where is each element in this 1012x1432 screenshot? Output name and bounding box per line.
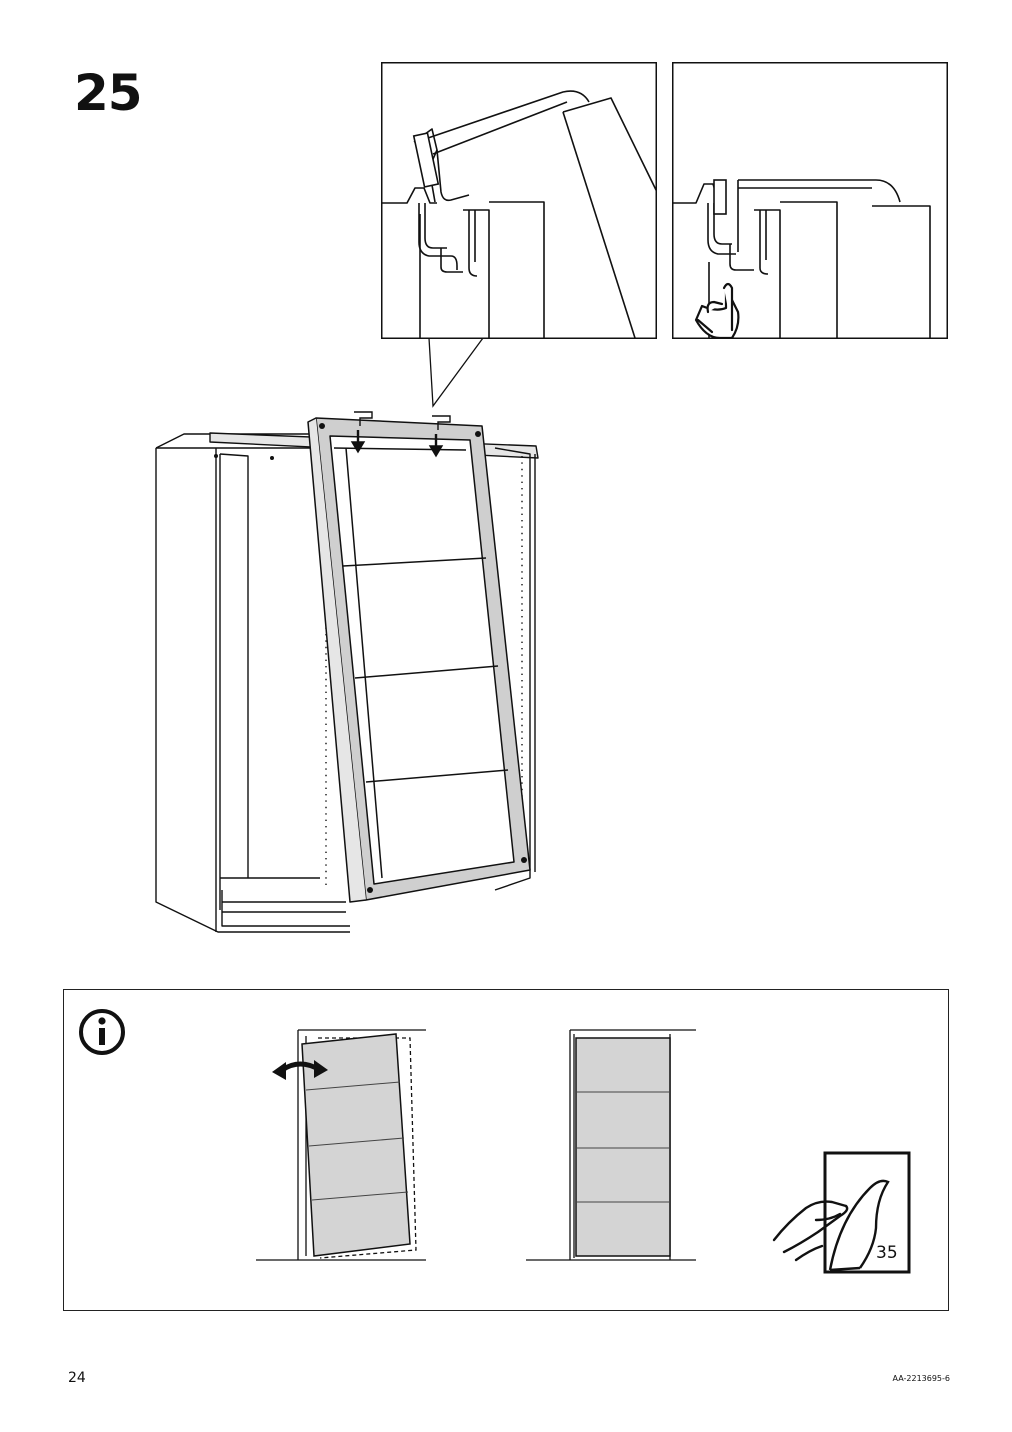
finger-press-icon: [694, 282, 740, 339]
double-arrow-icon: [272, 1060, 328, 1080]
document-code: AA-2213695-6: [892, 1374, 950, 1383]
detail-top-rail-hook-left: [381, 62, 657, 339]
down-arrow-icon: [350, 411, 451, 458]
info-door-adjust-illustration: [256, 1029, 426, 1261]
info-box: [63, 989, 949, 1311]
info-icon: [79, 1009, 125, 1055]
wardrobe-door-illustration: [155, 411, 539, 933]
page-number: 24: [68, 1370, 86, 1386]
step-number: 25: [74, 64, 143, 122]
info-door-aligned-illustration: [526, 1029, 696, 1261]
peel-sheet-icon: [772, 1151, 911, 1274]
callout-pointer: [428, 337, 484, 408]
see-page-number: 35: [876, 1243, 898, 1263]
detail-top-rail-hook-right: [672, 62, 948, 339]
